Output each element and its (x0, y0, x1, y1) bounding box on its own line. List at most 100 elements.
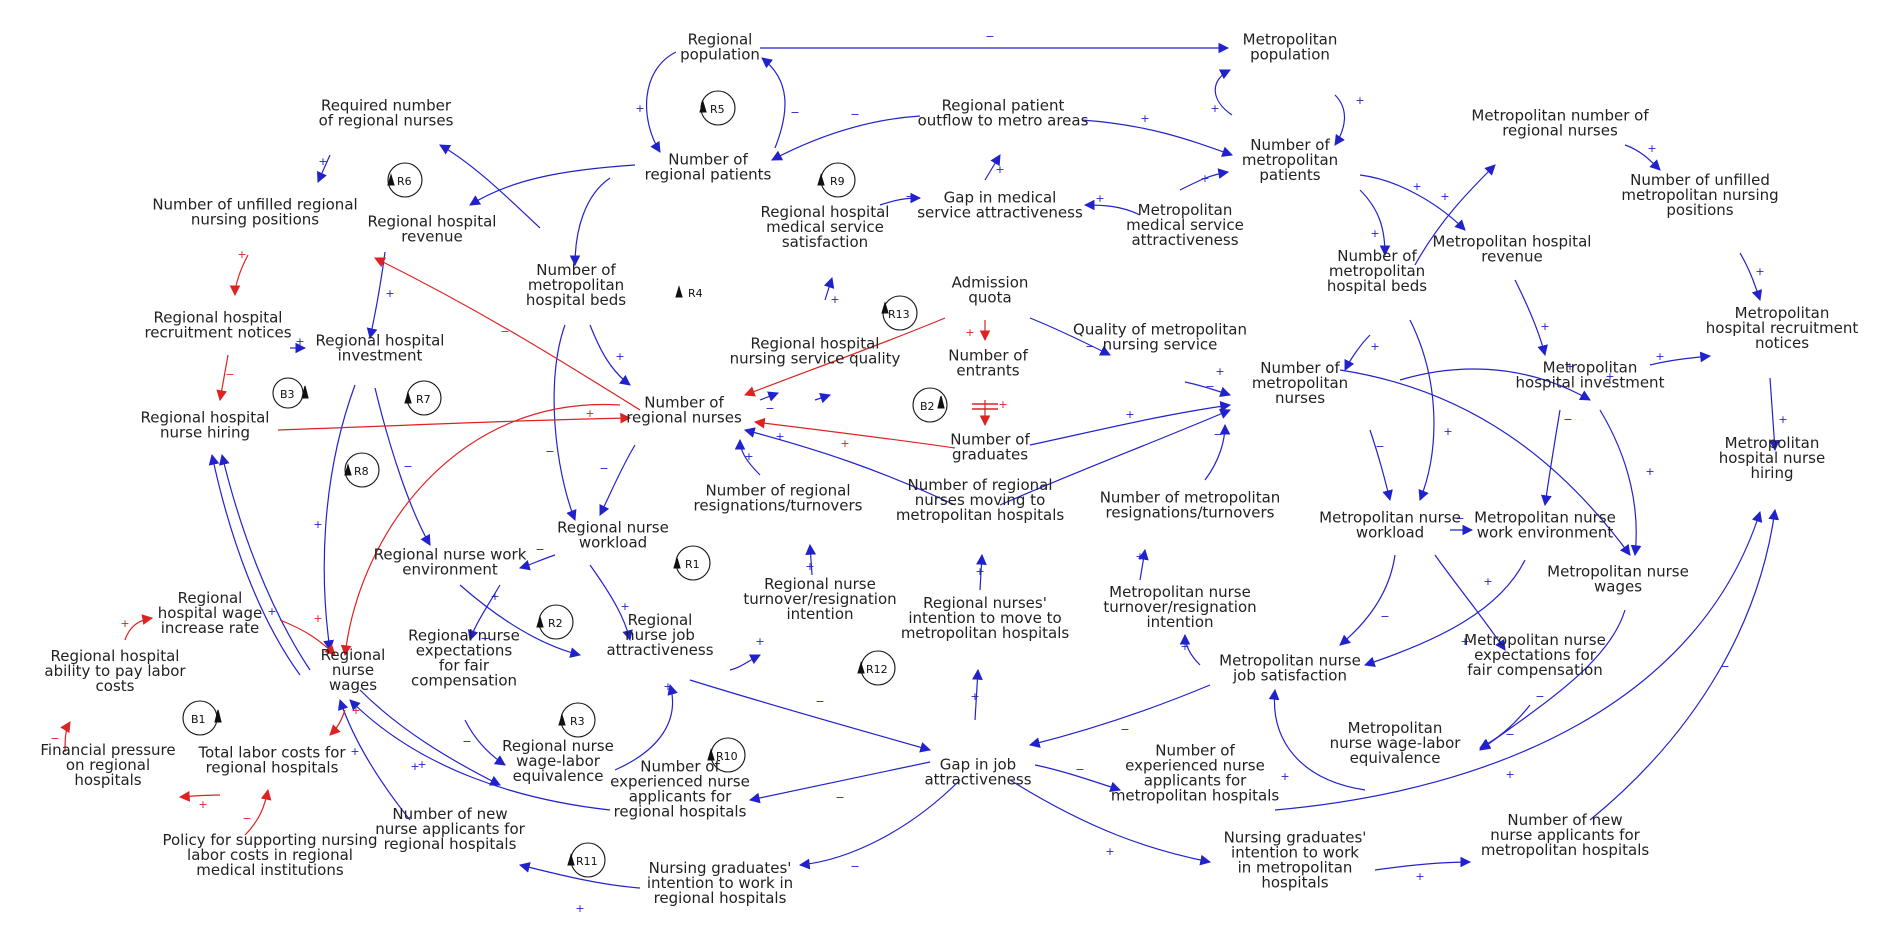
link-regmoving-regnurses (743, 427, 956, 506)
link-metroexpect-equiv (1479, 704, 1531, 749)
svg-text:−: − (1375, 440, 1384, 453)
svg-text:−: − (1075, 763, 1084, 776)
svg-text:+: + (1210, 102, 1219, 115)
link-regpatients-beds (569, 177, 611, 267)
link-graduates-metronurses (1029, 401, 1232, 446)
svg-text:+: + (1565, 360, 1574, 373)
link-unfilled-metrorecruit (1739, 252, 1763, 302)
svg-text:−: − (535, 543, 544, 556)
loop-b3: B3 (272, 377, 309, 409)
link-metrobeds-metronumreg (1414, 164, 1496, 266)
loop-r5: R5 (699, 90, 736, 126)
svg-text:+: + (1200, 172, 1209, 185)
link-gap-metroexpapplicants (1034, 764, 1122, 793)
svg-text:+: + (1215, 365, 1224, 378)
loop-r8: R8 (344, 452, 380, 488)
link-beds-workload (553, 324, 577, 522)
svg-text:R8: R8 (354, 465, 369, 478)
svg-text:+: + (998, 398, 1007, 411)
link-expapplicants-regwages (349, 699, 611, 811)
link-regsat-gap (879, 192, 922, 206)
svg-text:R4: R4 (688, 287, 703, 300)
svg-text:+: + (120, 617, 129, 630)
link-regnurses-unfilled (374, 257, 641, 411)
svg-text:R1: R1 (685, 558, 700, 571)
link-regpop-regpatients (645, 51, 677, 153)
link-regnurses-workload (599, 444, 636, 516)
svg-text:+: + (840, 437, 849, 450)
link-beds-regnurses (589, 324, 631, 386)
link-metroinv-metrorecruit (1649, 351, 1712, 366)
link-gap-regintent (972, 668, 983, 721)
link-metrobeds-metronurses (1344, 334, 1371, 371)
svg-text:+: + (1605, 370, 1614, 383)
svg-text:+: + (1370, 340, 1379, 353)
loop-b2: B2 (912, 387, 948, 423)
link-financial-ability (60, 721, 71, 753)
link-regpatients-regpop (761, 57, 786, 149)
svg-text:+: + (1440, 190, 1449, 203)
svg-text:−: − (1720, 660, 1729, 673)
link-required-unfilled (317, 154, 331, 183)
svg-text:−: − (242, 812, 251, 825)
link-regnurses-gap (814, 392, 832, 404)
link-gradsregional-newapplicants (518, 862, 641, 889)
link-gap-gradsmetro (1009, 779, 1212, 866)
link-recruit-hiring (216, 354, 229, 402)
svg-text:−: − (500, 325, 509, 338)
svg-text:−: − (1380, 610, 1389, 623)
link-policy-totallabor (244, 788, 272, 836)
link-regwages-hiring-up (219, 453, 311, 671)
svg-text:R13: R13 (888, 308, 910, 321)
link-regpatients-required (469, 164, 636, 206)
svg-text:−: − (835, 791, 844, 804)
svg-text:+: + (490, 590, 499, 603)
link-gap-outflow (984, 154, 1001, 181)
loop-r11: R11 (567, 842, 606, 878)
svg-text:+: + (620, 600, 629, 613)
svg-text:+: + (237, 248, 246, 261)
svg-text:+: + (1135, 550, 1144, 563)
svg-text:−: − (1535, 690, 1544, 703)
svg-text:+: + (1755, 265, 1764, 278)
loop-r6: R6 (387, 162, 423, 198)
svg-text:+: + (1460, 635, 1469, 648)
link-metropatients-metropop (1214, 69, 1233, 116)
loop-b1: B1 (182, 700, 222, 736)
svg-text:−: − (480, 632, 489, 645)
link-gap-expapplicants (748, 761, 931, 804)
svg-text:R3: R3 (570, 715, 585, 728)
link-unfilled-recruit (229, 254, 249, 297)
svg-text:+: + (1280, 770, 1289, 783)
link-regnurses-wages (340, 403, 621, 657)
svg-text:−: − (50, 732, 59, 745)
link-metroexpapp-hiring (1274, 510, 1763, 811)
svg-text:−: − (1455, 512, 1464, 525)
svg-text:+: + (351, 704, 360, 717)
svg-text:R10: R10 (716, 750, 738, 763)
svg-text:+: + (1655, 350, 1664, 363)
